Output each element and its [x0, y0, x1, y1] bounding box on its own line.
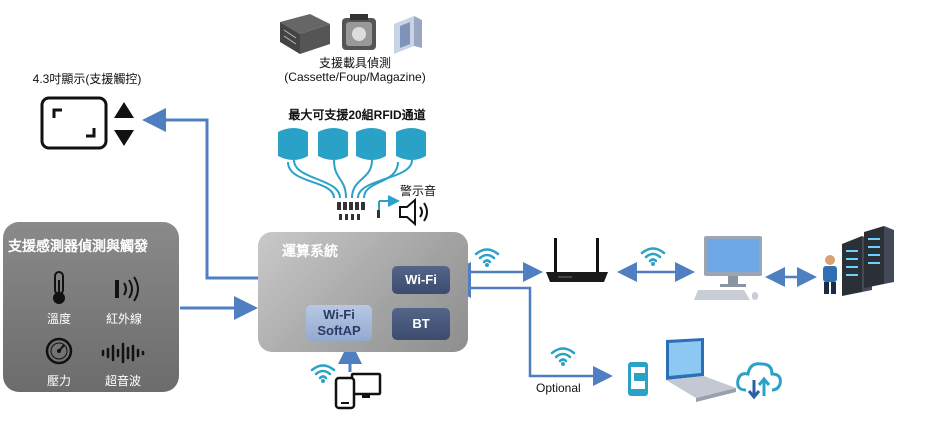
softap-line1: Wi-Fi — [323, 307, 355, 322]
display-label: 4.3吋顯示(支援觸控) — [32, 72, 142, 86]
optional-label: Optional — [536, 381, 581, 395]
sensor-panel — [3, 222, 179, 392]
wifi-icon — [310, 364, 336, 383]
thermometer-icon — [53, 271, 65, 304]
server-rack-icon — [823, 226, 894, 296]
wifi-module: Wi-Fi — [392, 266, 450, 294]
laptop-icon — [666, 338, 736, 402]
carrier-label-line1: 支援載具偵測 — [318, 56, 391, 70]
carrier-label-line2: (Cassette/Foup/Magazine) — [284, 70, 426, 84]
rfid-connectors — [337, 202, 380, 220]
bt-module: BT — [392, 308, 450, 340]
ultrasonic-wave-icon — [101, 342, 145, 364]
router-icon — [546, 238, 608, 282]
rfid-antennas — [278, 128, 426, 160]
sensor-label-temperature: 溫度 — [46, 312, 71, 326]
sensor-label-pressure: 壓力 — [46, 374, 71, 388]
pressure-gauge-icon — [45, 337, 73, 365]
wifi-softap-module: Wi-Fi SoftAP — [306, 305, 372, 341]
rfid-label: 最大可支援20組RFID通道 — [288, 108, 426, 122]
softap-line2: SoftAP — [317, 323, 361, 338]
rfid-antenna-icon — [278, 128, 308, 160]
cassette-icon — [280, 14, 330, 54]
compute-system-title: 運算系統 — [282, 243, 338, 259]
wifi-icon — [550, 347, 576, 366]
sensor-label-ultrasonic: 超音波 — [104, 374, 141, 388]
speaker-icon — [399, 198, 428, 226]
rfid-antenna-icon — [356, 128, 386, 160]
infrared-icon — [115, 276, 139, 302]
sensor-label-infrared: 紅外線 — [105, 312, 142, 326]
phone-and-monitor-icon — [334, 372, 382, 410]
wifi-icon — [474, 248, 500, 267]
magazine-icon — [394, 16, 422, 54]
wifi-icon — [640, 247, 666, 266]
rfid-cables — [287, 159, 413, 199]
desktop-pc-icon — [694, 236, 762, 300]
foup-icon — [342, 14, 376, 50]
smartphone-icon — [628, 362, 648, 396]
person-icon — [823, 255, 837, 294]
touch-display-icon — [40, 96, 134, 150]
rfid-antenna-icon — [318, 128, 348, 160]
sensor-panel-title: 支援感測器偵測與觸發 — [8, 238, 148, 254]
alarm-label: 警示音 — [399, 184, 436, 198]
carrier-devices-icon — [280, 14, 422, 54]
rfid-antenna-icon — [396, 128, 426, 160]
cloud-sync-icon — [736, 362, 782, 400]
